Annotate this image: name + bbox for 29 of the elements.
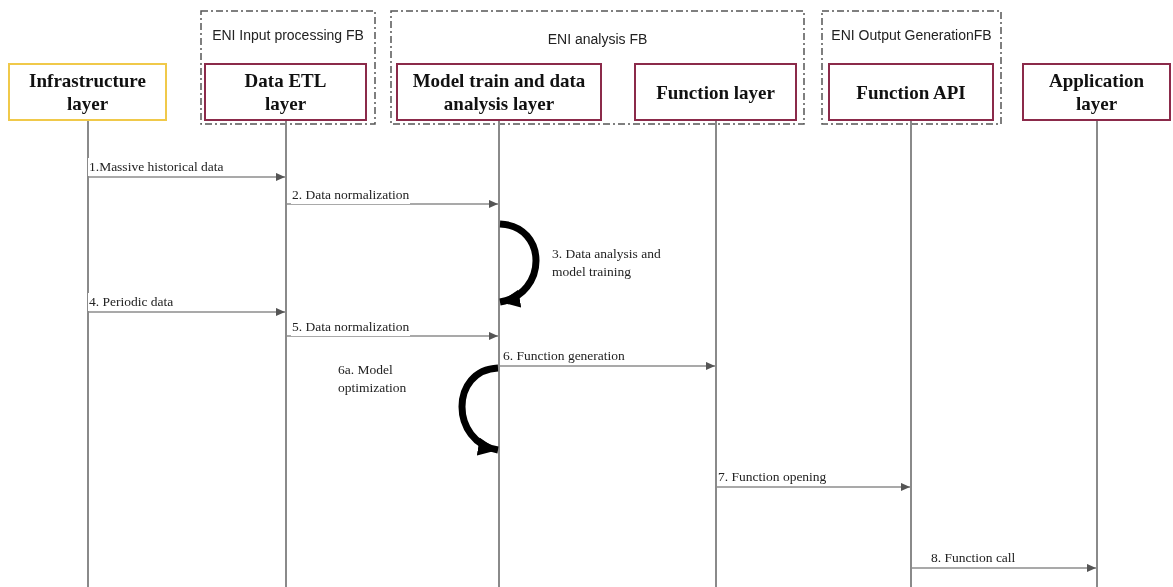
curved-arrow bbox=[499, 220, 540, 306]
edge-label: 1.Massive historical data bbox=[88, 158, 225, 176]
message-arrow bbox=[286, 199, 499, 209]
curved-arrow bbox=[458, 364, 499, 454]
edge-label: 4. Periodic data bbox=[88, 293, 175, 311]
group-frame bbox=[200, 10, 376, 125]
message-arrow bbox=[88, 172, 286, 182]
participant-box: Data ETL layer bbox=[204, 63, 367, 121]
group-title: ENI Output GenerationFB bbox=[831, 27, 992, 43]
participant-box: Application layer bbox=[1022, 63, 1171, 121]
lifeline bbox=[910, 121, 912, 587]
participant-box: Model train and data analysis layer bbox=[396, 63, 602, 121]
group-frame bbox=[390, 10, 805, 125]
message-arrow bbox=[88, 307, 286, 317]
lifeline bbox=[715, 121, 717, 587]
lifeline bbox=[498, 121, 500, 587]
message-arrow bbox=[286, 331, 499, 341]
group-frame bbox=[821, 10, 1002, 125]
lifeline bbox=[285, 121, 287, 587]
lifeline bbox=[1096, 121, 1098, 587]
lifeline bbox=[87, 121, 89, 587]
group-title: ENI analysis FB bbox=[547, 31, 648, 47]
participant-box: Infrastructure layer bbox=[8, 63, 167, 121]
message-arrow bbox=[716, 482, 911, 492]
participant-box: Function layer bbox=[634, 63, 797, 121]
message-arrow bbox=[911, 563, 1097, 573]
group-title: ENI Input processing FB bbox=[212, 27, 364, 43]
participant-box: Function API bbox=[828, 63, 994, 121]
message-arrow bbox=[499, 361, 716, 371]
